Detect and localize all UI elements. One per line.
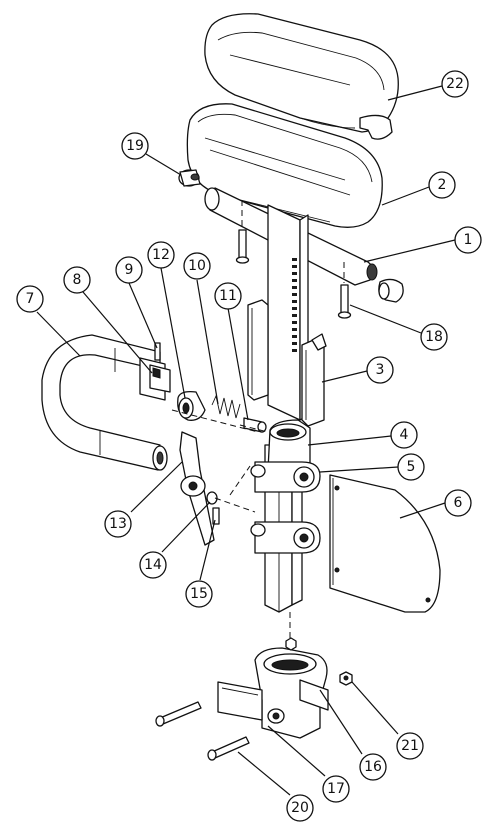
- callout-14: 14: [139, 551, 167, 579]
- svg-text:12: 12: [152, 247, 170, 263]
- post-adjust-hole: [292, 342, 297, 345]
- screw-18: [337, 262, 352, 319]
- callout-13: 13: [104, 510, 132, 538]
- post-adjust-hole: [292, 349, 297, 352]
- svg-text:1: 1: [464, 232, 473, 248]
- bolt-20: [207, 736, 250, 761]
- svg-text:5: 5: [407, 459, 416, 475]
- svg-text:9: 9: [125, 262, 134, 278]
- compression-spring: [211, 394, 241, 419]
- svg-text:18: 18: [425, 329, 443, 345]
- u-shaped-handle: [41, 334, 168, 471]
- callout-18: 18: [420, 323, 448, 351]
- svg-text:6: 6: [454, 495, 463, 511]
- svg-text:13: 13: [109, 516, 127, 532]
- svg-text:16: 16: [364, 759, 382, 775]
- assembly-axis-lower: [214, 497, 256, 513]
- callout-17: 17: [322, 775, 350, 803]
- svg-text:20: 20: [291, 800, 309, 816]
- svg-text:11: 11: [219, 288, 237, 304]
- leader-lines: [36, 85, 456, 796]
- svg-text:8: 8: [73, 272, 82, 288]
- callout-19: 19: [121, 132, 149, 160]
- post-adjust-hole: [292, 279, 297, 282]
- svg-text:15: 15: [190, 586, 208, 602]
- lever-screw: [212, 507, 220, 525]
- callout-15: 15: [185, 580, 213, 608]
- post-adjust-hole: [292, 265, 297, 268]
- callout-6: 6: [444, 489, 472, 517]
- post-adjust-hole: [292, 272, 297, 275]
- armrest-pad-upper: [204, 13, 399, 140]
- side-guard-panel: [329, 474, 441, 613]
- callout-2: 2: [428, 171, 456, 199]
- callout-20: 20: [286, 794, 314, 822]
- post-adjust-hole: [292, 286, 297, 289]
- lever-washer: [206, 491, 218, 505]
- callout-4: 4: [390, 421, 418, 449]
- bolt-long: [155, 701, 202, 727]
- screw-left: [235, 200, 250, 264]
- post-adjust-hole: [292, 300, 297, 303]
- end-bushing-left: [178, 169, 201, 187]
- callout-8: 8: [63, 266, 91, 294]
- clamp-block-upper: [250, 461, 321, 493]
- post-adjust-hole: [292, 328, 297, 331]
- callout-12: 12: [147, 241, 175, 269]
- post-adjust-hole: [292, 293, 297, 296]
- callout-16: 16: [359, 753, 387, 781]
- plunger: [239, 417, 269, 433]
- hex-nut-top: [285, 637, 297, 651]
- svg-text:17: 17: [327, 781, 345, 797]
- clamp-block-lower: [250, 521, 321, 554]
- svg-text:10: 10: [188, 258, 206, 274]
- hex-nut-21: [339, 671, 353, 686]
- pivot-hub: [177, 390, 206, 421]
- post-adjust-hole: [292, 321, 297, 324]
- latch-bracket: [149, 364, 171, 393]
- callout-1: 1: [454, 226, 482, 254]
- svg-text:2: 2: [438, 177, 447, 193]
- svg-text:19: 19: [126, 138, 144, 154]
- svg-text:7: 7: [26, 291, 35, 307]
- post-adjust-hole: [292, 314, 297, 317]
- callout-9: 9: [115, 256, 143, 284]
- post-adjust-hole: [292, 307, 297, 310]
- post-adjust-hole: [292, 258, 297, 261]
- end-bushing-right: [378, 278, 404, 303]
- callout-3: 3: [366, 356, 394, 384]
- clamp-sleeve: [267, 419, 311, 471]
- callout-22: 22: [441, 70, 469, 98]
- svg-text:14: 14: [144, 557, 162, 573]
- assembly-axis-clamp: [229, 465, 251, 496]
- slide-plate-left: [247, 299, 269, 401]
- mounting-bracket: [217, 647, 329, 739]
- svg-text:22: 22: [446, 76, 464, 92]
- callout-7: 7: [16, 285, 44, 313]
- callout-11: 11: [214, 282, 242, 310]
- post-adjust-hole: [292, 335, 297, 338]
- callout-5: 5: [397, 453, 425, 481]
- callout-10: 10: [183, 252, 211, 280]
- callout-21: 21: [396, 732, 424, 760]
- svg-text:3: 3: [376, 362, 385, 378]
- svg-text:21: 21: [401, 738, 419, 754]
- svg-text:4: 4: [400, 427, 409, 443]
- slide-plate-right: [301, 333, 327, 427]
- assembly-axis-upper: [171, 409, 259, 433]
